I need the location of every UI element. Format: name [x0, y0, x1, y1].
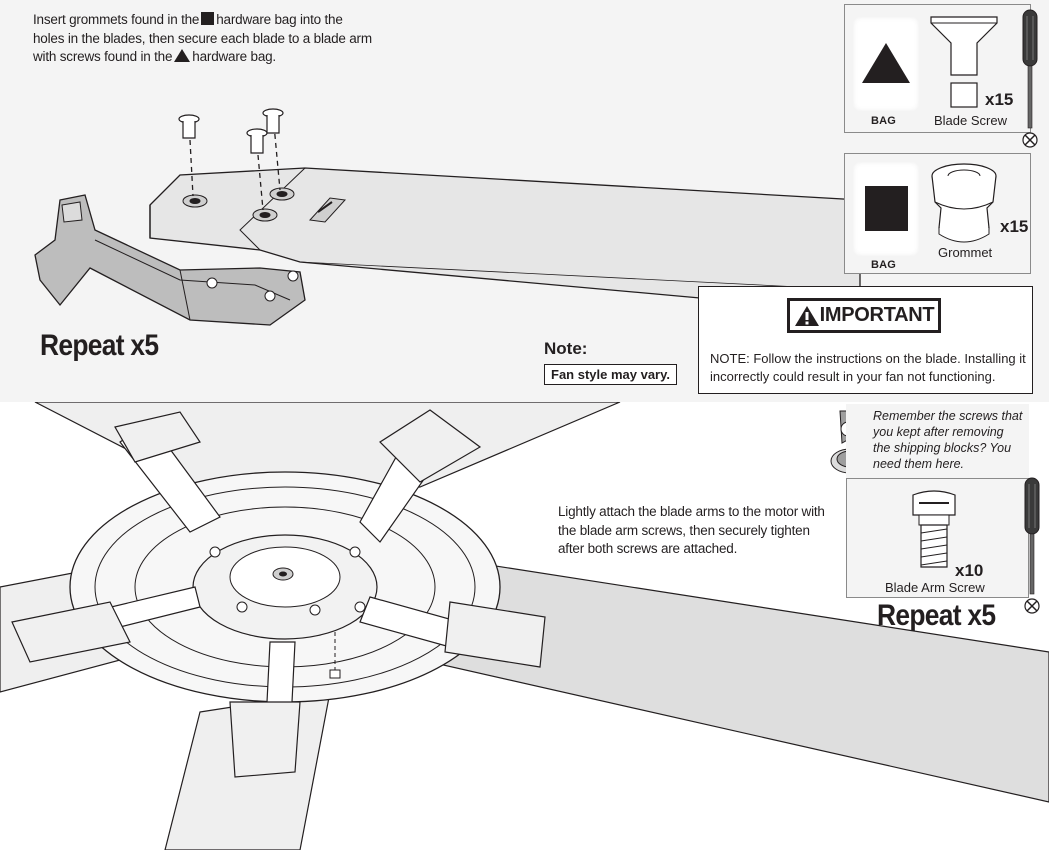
- bag-label: BAG: [871, 115, 897, 127]
- hardware-qty: x15: [1000, 217, 1029, 236]
- blade-arm-screw-icon: [912, 490, 956, 568]
- blade-screw-icon: [930, 16, 998, 108]
- triangle-symbol-icon: [862, 43, 910, 83]
- bottom-instruction-line3: after both screws are attached.: [558, 541, 738, 556]
- top-instruction-line2: holes in the blades, then secure each bl…: [33, 30, 372, 46]
- note-label: Note:: [544, 339, 588, 358]
- warning-triangle-icon: [794, 305, 819, 326]
- important-text: NOTE: Follow the instructions on the bla…: [710, 351, 1026, 384]
- hardware-bag: [853, 17, 919, 111]
- repeat-label-top: Repeat x5: [40, 329, 159, 362]
- hardware-box-blade-screw: BAG x15 Blade Screw: [844, 4, 1031, 133]
- blade-attach-illustration: [34, 108, 861, 326]
- top-instruction: Insert grommets found in the hardware bag…: [33, 11, 372, 67]
- screwdriver-icon: [1024, 477, 1040, 614]
- hardware-bag: [853, 162, 919, 256]
- remember-note-box: [846, 404, 1029, 478]
- triangle-symbol-icon: [174, 49, 191, 62]
- hardware-qty: x10: [955, 561, 984, 580]
- important-badge: IMPORTANT: [787, 298, 941, 333]
- hardware-box-blade-arm-screw: x10 Blade Arm Screw: [846, 478, 1029, 598]
- blade-holes: [182, 187, 295, 222]
- remember-note: Remember the screws that you kept after …: [873, 409, 1023, 471]
- screwdriver-icon: [1022, 9, 1038, 148]
- grommet-icon: [931, 163, 997, 243]
- hardware-name: Grommet: [938, 245, 993, 260]
- important-label: IMPORTANT: [819, 304, 935, 326]
- square-symbol-icon: [865, 186, 908, 231]
- bottom-instruction-line1: Lightly attach the blade arms to the mot…: [558, 504, 825, 519]
- top-instruction-line1a: Insert grommets found in the: [33, 12, 200, 27]
- repeat-label-bottom: Repeat x5: [877, 599, 996, 632]
- motor-assembly-illustration: [0, 402, 1049, 850]
- hardware-name: Blade Screw: [934, 113, 1007, 128]
- hardware-box-grommet: BAG x15 Grommet: [844, 153, 1031, 274]
- fan-blade: [423, 561, 1049, 803]
- blade-screws: [178, 108, 284, 154]
- fan-style-note: Fan style may vary.: [544, 364, 677, 385]
- hardware-name: Blade Arm Screw: [885, 580, 985, 595]
- top-instruction-line3a: with screws found in the: [33, 49, 173, 64]
- important-notice: IMPORTANT NOTE: Follow the instructions …: [698, 286, 1033, 394]
- top-instruction-line1b: hardware bag into the: [216, 12, 343, 27]
- hardware-qty: x15: [985, 90, 1014, 109]
- square-symbol-icon: [201, 12, 215, 25]
- top-instruction-line3b: hardware bag.: [192, 49, 276, 64]
- bottom-instruction-line2: the blade arm screws, then securely tigh…: [558, 522, 810, 538]
- blade-arm: [34, 194, 306, 326]
- bottom-instruction: Lightly attach the blade arms to the mot…: [558, 503, 825, 559]
- bag-label: BAG: [871, 259, 897, 271]
